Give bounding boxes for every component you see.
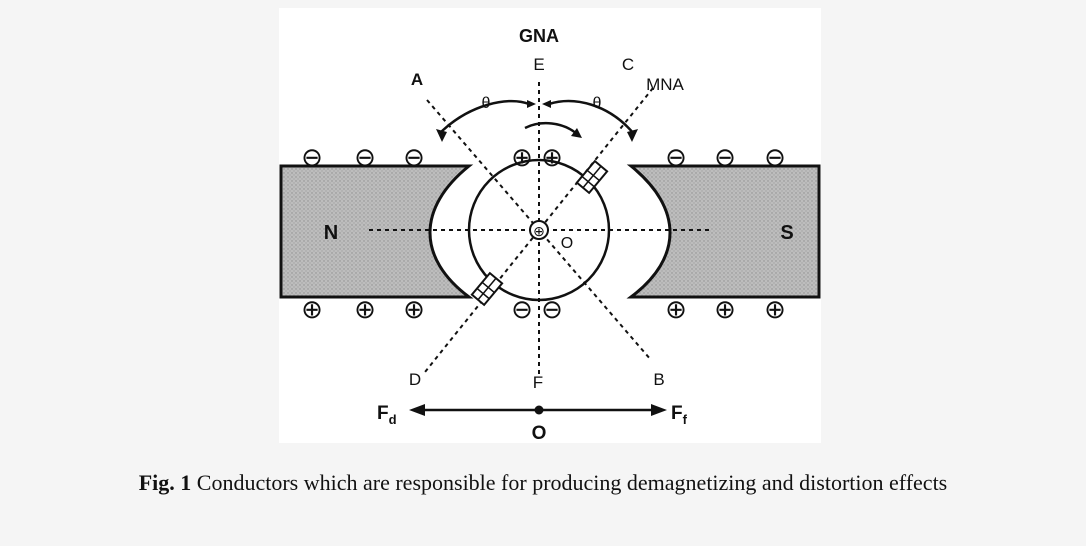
brush-lower — [470, 271, 504, 307]
label-o-bottom: O — [532, 423, 547, 443]
conductor-plus: ⊕ — [665, 294, 687, 324]
force-fd-label: Fd — [377, 403, 397, 427]
conductor-minus: ⊖ — [665, 142, 687, 172]
figure-caption: Fig. 1 Conductors which are responsible … — [0, 470, 1086, 496]
figure-number: Fig. 1 — [138, 470, 192, 495]
conductors-bottom: ⊕ ⊕ ⊕ ⊖ ⊖ ⊕ ⊕ ⊕ — [301, 294, 786, 324]
caption-text: Conductors which are responsible for pro… — [191, 470, 948, 495]
label-c: C — [622, 55, 634, 74]
label-o-center: O — [561, 235, 573, 252]
conductor-plus: ⊕ — [541, 142, 563, 172]
theta-left-label: θ — [482, 95, 491, 112]
label-f: F — [533, 373, 543, 392]
conductor-minus: ⊖ — [511, 294, 533, 324]
conductor-minus: ⊖ — [541, 294, 563, 324]
force-ff-label: Ff — [671, 403, 688, 427]
conductor-minus: ⊖ — [403, 142, 425, 172]
mna-label: MNA — [646, 75, 684, 94]
arrow-head-gna-right — [542, 100, 551, 108]
conductor-plus: ⊕ — [511, 142, 533, 172]
figure-image: ⊕ — [279, 8, 821, 443]
force-arrow-right-head — [651, 404, 667, 416]
conductor-minus: ⊖ — [301, 142, 323, 172]
theta-arcs — [438, 99, 635, 135]
center-conductor — [529, 220, 549, 240]
conductor-plus: ⊕ — [354, 294, 376, 324]
label-a: A — [411, 70, 423, 89]
north-pole-label: N — [324, 222, 338, 244]
force-origin-dot — [534, 405, 544, 415]
label-b: B — [653, 370, 664, 389]
force-arrow — [409, 404, 667, 416]
conductor-minus: ⊖ — [764, 142, 786, 172]
rotation-arrow — [524, 121, 578, 135]
label-e: E — [533, 55, 544, 74]
theta-arc-left — [438, 99, 530, 135]
dc-machine-diagram: ⊕ — [279, 26, 821, 443]
arrow-head-left-arc — [436, 129, 447, 142]
conductor-minus: ⊖ — [714, 142, 736, 172]
theta-arc-right — [548, 99, 635, 135]
conductor-plus: ⊕ — [403, 294, 425, 324]
conductor-plus: ⊕ — [764, 294, 786, 324]
force-arrow-left-head — [409, 404, 425, 416]
south-pole-shoe — [626, 164, 821, 299]
conductor-plus: ⊕ — [714, 294, 736, 324]
gna-label: GNA — [519, 26, 559, 46]
label-d: D — [409, 370, 421, 389]
arrow-head-right-arc — [627, 129, 638, 142]
theta-right-label: θ — [593, 95, 602, 112]
conductor-plus: ⊕ — [301, 294, 323, 324]
conductor-minus: ⊖ — [354, 142, 376, 172]
arrow-head-gna-left — [527, 100, 536, 108]
south-pole-label: S — [780, 222, 793, 244]
conductors-top: ⊖ ⊖ ⊖ ⊕ ⊕ ⊖ ⊖ ⊖ — [301, 142, 786, 172]
north-pole-shoe — [279, 164, 474, 299]
center-plus-symbol: ⊕ — [533, 223, 545, 239]
arrow-head-rotation — [571, 128, 582, 138]
brush-upper — [575, 159, 609, 195]
